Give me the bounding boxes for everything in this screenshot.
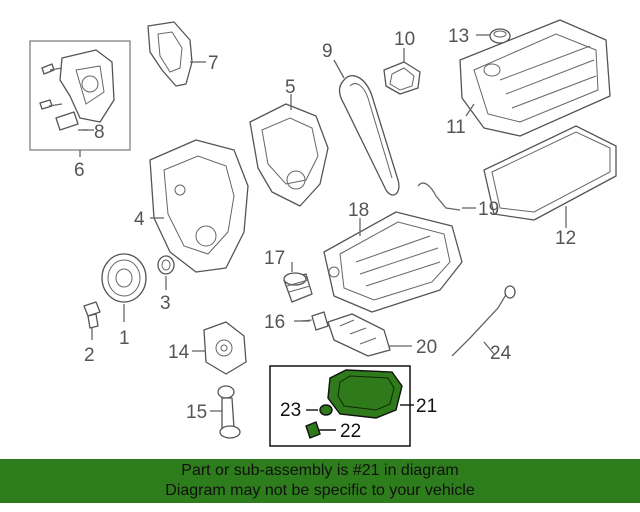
callout-8[interactable]: 8 [94,122,105,143]
callout-2[interactable]: 2 [84,345,95,366]
callout-15[interactable]: 15 [186,402,207,423]
callout-17[interactable]: 17 [264,248,285,269]
callout-22[interactable]: 22 [340,421,361,442]
banner-line-2: Diagram may not be specific to your vehi… [165,482,475,499]
part-24[interactable] [451,285,516,357]
callout-10[interactable]: 10 [394,29,415,50]
part-2[interactable] [83,301,101,340]
callout-1[interactable]: 1 [119,328,130,349]
part-17[interactable] [283,262,313,303]
callout-14[interactable]: 14 [168,342,190,363]
callout-7[interactable]: 7 [208,53,219,74]
callout-13[interactable]: 13 [448,26,469,47]
callout-12[interactable]: 12 [555,228,576,249]
part-16[interactable] [294,311,329,331]
part-6-assembly[interactable] [29,40,131,157]
part-14[interactable] [192,321,247,375]
part-7[interactable] [147,21,206,87]
part-19[interactable] [417,182,476,211]
callout-9[interactable]: 9 [322,41,333,62]
part-13[interactable] [476,28,511,44]
part-4[interactable] [149,139,249,273]
notice-banner: Part or sub-assembly is #21 in diagram D… [0,459,640,503]
part-21-highlight-box[interactable] [269,365,414,447]
banner-line-1: Part or sub-assembly is #21 in diagram [181,462,459,479]
part-1[interactable] [101,253,147,322]
callout-18[interactable]: 18 [348,200,369,221]
callout-19[interactable]: 19 [478,199,499,220]
part-15[interactable] [210,385,241,439]
part-12[interactable] [483,125,617,228]
callout-16[interactable]: 16 [264,312,285,333]
drain-plug[interactable] [305,421,321,439]
part-18[interactable] [323,211,463,313]
callout-5[interactable]: 5 [285,77,296,98]
callout-24[interactable]: 24 [490,343,512,364]
callout-11[interactable]: 11 [446,117,466,138]
callout-6[interactable]: 6 [74,160,85,181]
exploded-parts-diagram: 8 6 7 5 4 1 2 3 [29,19,617,447]
part-3[interactable] [157,255,175,290]
callout-23[interactable]: 23 [280,400,301,421]
part-5[interactable] [249,94,329,207]
part-11[interactable] [459,19,611,137]
part-9[interactable] [333,59,400,196]
part-20[interactable] [327,313,412,357]
callout-21[interactable]: 21 [416,396,437,417]
callout-20[interactable]: 20 [416,337,437,358]
drain-plug-washer[interactable] [319,404,333,416]
callout-3[interactable]: 3 [160,293,171,314]
part-10[interactable] [383,48,421,95]
callout-4[interactable]: 4 [134,209,145,230]
